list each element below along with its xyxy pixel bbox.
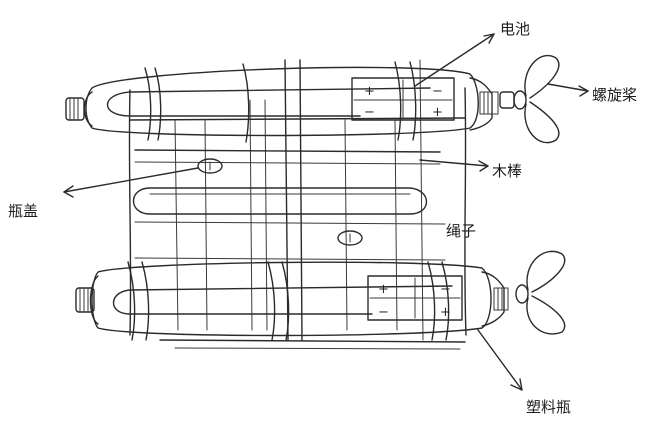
frame-stick-v5	[344, 119, 348, 331]
top-bottle-band-2	[154, 67, 162, 141]
frame-stick-v7	[419, 59, 424, 341]
top-battery-plus-1: +	[364, 84, 375, 99]
bottom-battery-box	[367, 275, 463, 321]
top-battery-minus-2: −	[364, 105, 375, 120]
top-bottle-cap-ridges	[69, 97, 79, 121]
bottom-bottle-body	[91, 261, 492, 337]
top-bottle-band-5	[409, 61, 417, 141]
arrow-propeller	[547, 83, 589, 92]
bottom-bottle-band-6	[441, 261, 450, 341]
arrow-bottle	[477, 329, 523, 391]
top-bottle-neck	[469, 77, 493, 131]
arrow-battery-head	[483, 33, 495, 44]
bottom-bottle-neck	[481, 271, 505, 327]
top-propeller-hub	[513, 90, 527, 110]
top-bottle-band-1	[144, 67, 152, 141]
bottom-battery-minus-1: −	[440, 282, 451, 297]
arrow-propeller-head	[578, 85, 589, 97]
bottom-bottle-cap-ridges	[79, 287, 89, 313]
bottom-propeller-hub	[515, 284, 529, 304]
label-propeller: 螺旋桨	[592, 86, 637, 104]
top-battery-plus-2: +	[432, 105, 443, 120]
top-bottle-body	[85, 66, 479, 137]
frame-stick-v4	[264, 99, 268, 331]
frame-cap-1	[197, 158, 223, 174]
top-bottle-band-3	[242, 63, 250, 143]
top-propeller-assembly	[499, 55, 560, 144]
frame-stick-h4	[134, 221, 446, 225]
frame-stick-h5	[134, 257, 446, 261]
bottom-wire-loop	[113, 285, 453, 315]
top-propeller-blade-up	[524, 55, 560, 99]
label-battery: 电池	[500, 20, 530, 38]
label-stick: 木棒	[492, 162, 522, 180]
label-bottle: 塑料瓶	[526, 398, 571, 416]
bottom-bottle	[75, 261, 509, 341]
frame-stick-v6	[394, 119, 398, 331]
bottom-bottle-band-3	[267, 261, 276, 341]
bottom-bottle-mouth	[493, 287, 509, 311]
bottom-bottle-band-5	[427, 261, 436, 341]
bottom-bottle-band-1	[127, 261, 136, 341]
bottom-battery-pack: + − − +	[367, 275, 463, 321]
wooden-frame	[128, 59, 467, 350]
frame-rail-right	[464, 87, 467, 336]
bottom-battery-minus-2: −	[378, 305, 389, 320]
middle-wire-loop	[133, 187, 427, 215]
frame-stick-v1	[174, 119, 179, 331]
bottom-bottle-band-4	[281, 261, 290, 341]
top-bottle-mouth	[479, 91, 499, 115]
top-battery-minus-1: −	[432, 84, 443, 99]
top-propeller-blade-down	[524, 101, 560, 144]
arrow-stick	[419, 159, 489, 167]
annotation-arrows	[63, 33, 589, 391]
bottom-bottle-cap	[75, 287, 95, 313]
bottom-bottle-mouth-ridges	[497, 287, 503, 311]
frame-stick-v3	[249, 99, 253, 331]
bottom-propeller-blade-down	[526, 295, 566, 335]
frame-stick-h6	[159, 339, 466, 343]
frame-rail-left	[128, 89, 132, 336]
frame-stick-h1	[129, 117, 466, 121]
arrow-cap	[63, 167, 199, 193]
bottom-bottle-end	[89, 275, 99, 325]
label-cap: 瓶盖	[8, 202, 38, 220]
arrow-battery	[414, 33, 495, 87]
top-bottle	[65, 61, 499, 143]
frame-stick-center-b	[299, 59, 303, 341]
arrow-cap-head	[63, 185, 74, 198]
arrow-bottle-head	[510, 378, 523, 391]
top-bottle-mouth-ridges	[483, 91, 493, 115]
bottom-propeller-assembly	[515, 250, 566, 335]
top-bottle-band-4	[394, 61, 402, 141]
bottom-propeller-blade-up	[526, 250, 566, 293]
label-rope: 绳子	[446, 222, 476, 240]
top-bottle-cap	[65, 97, 85, 121]
top-wire-loop	[106, 87, 431, 117]
frame-stick-h3	[134, 161, 441, 165]
top-battery-pack: + − − +	[351, 77, 455, 121]
bottom-battery-plus-2: +	[440, 305, 451, 320]
frame-stick-h2	[134, 149, 441, 153]
bottom-battery-plus-1: +	[378, 282, 389, 297]
top-battery-box	[351, 77, 455, 121]
top-motor	[499, 91, 515, 109]
frame-cap-2	[337, 230, 363, 246]
bottom-bottle-band-2	[141, 261, 150, 341]
frame-stick-h7	[174, 347, 461, 350]
frame-stick-v2	[204, 119, 208, 331]
arrow-stick-head	[478, 160, 489, 172]
